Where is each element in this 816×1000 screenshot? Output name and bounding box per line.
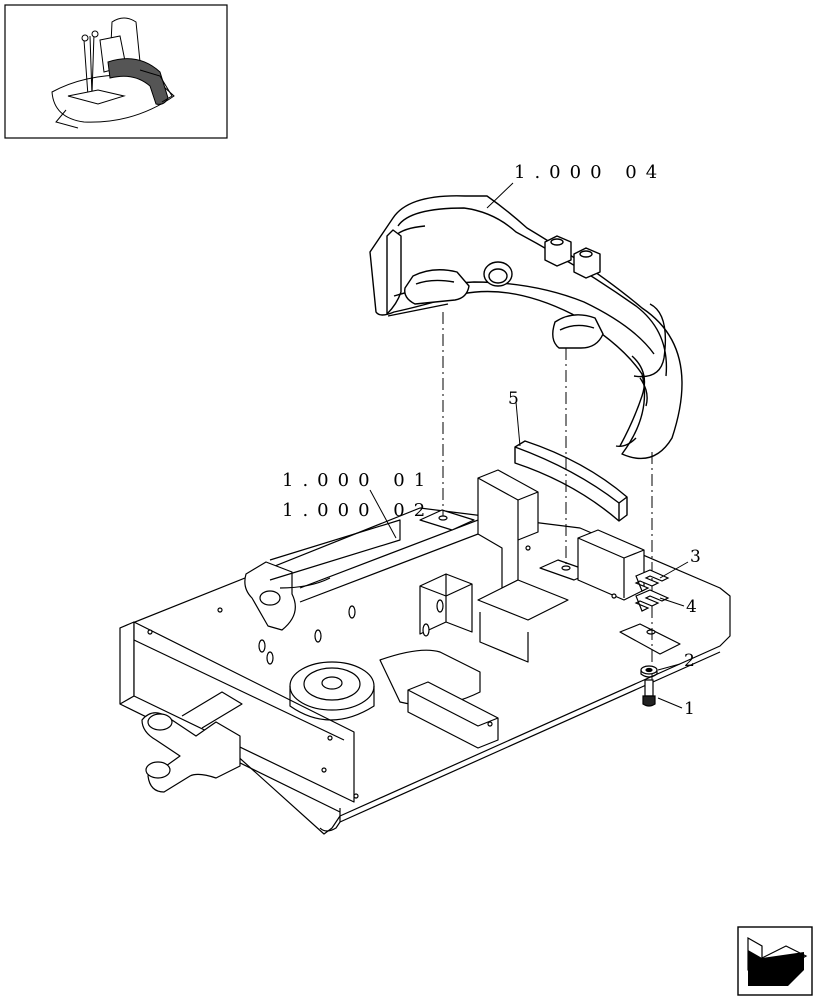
machine-overview-icon <box>4 4 228 139</box>
part-1-bolt <box>642 679 656 707</box>
counterweight <box>369 195 683 460</box>
part-5-strip <box>514 440 628 522</box>
ref-frame-1: 1.000 01 <box>282 470 434 491</box>
callout-3: 3 <box>690 547 701 567</box>
leader-lines <box>369 182 689 709</box>
part-4-shim <box>634 589 670 612</box>
ref-frame-2: 1.000 02 <box>282 500 434 521</box>
callout-1: 1 <box>684 699 695 719</box>
ref-counterweight: 1.000 04 <box>514 162 666 183</box>
callout-2: 2 <box>684 651 695 671</box>
part-2-washer <box>640 665 658 678</box>
part-3-shim <box>634 569 670 592</box>
callout-4: 4 <box>686 597 697 617</box>
callout-5: 5 <box>508 389 519 409</box>
machine-frame <box>119 469 731 835</box>
next-page-arrow-icon[interactable] <box>737 926 813 996</box>
